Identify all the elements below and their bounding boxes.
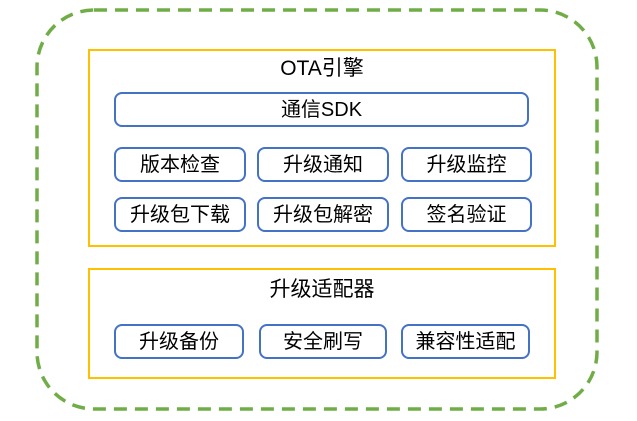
node-secure-flashing: 安全刷写 <box>259 324 387 359</box>
node-signature-verification: 签名验证 <box>401 197 532 232</box>
node-upgrade-monitoring: 升级监控 <box>401 147 532 182</box>
panel-title-ota-engine: OTA引擎 <box>280 57 364 80</box>
node-upgrade-backup: 升级备份 <box>114 324 244 359</box>
panel-ota-engine: OTA引擎 通信SDK 版本检查 升级通知 升级监控 升级包下载 升级包解密 签… <box>88 49 556 247</box>
node-version-check: 版本检查 <box>114 147 246 182</box>
panel-title-upgrade-adapter: 升级适配器 <box>269 278 375 301</box>
node-compatibility-adaptation: 兼容性适配 <box>401 324 530 359</box>
panel-upgrade-adapter: 升级适配器 升级备份 安全刷写 兼容性适配 <box>88 268 556 379</box>
node-package-decryption: 升级包解密 <box>257 197 389 232</box>
node-upgrade-notification: 升级通知 <box>257 147 389 182</box>
node-package-download: 升级包下载 <box>114 197 246 232</box>
node-communication-sdk: 通信SDK <box>114 92 529 127</box>
